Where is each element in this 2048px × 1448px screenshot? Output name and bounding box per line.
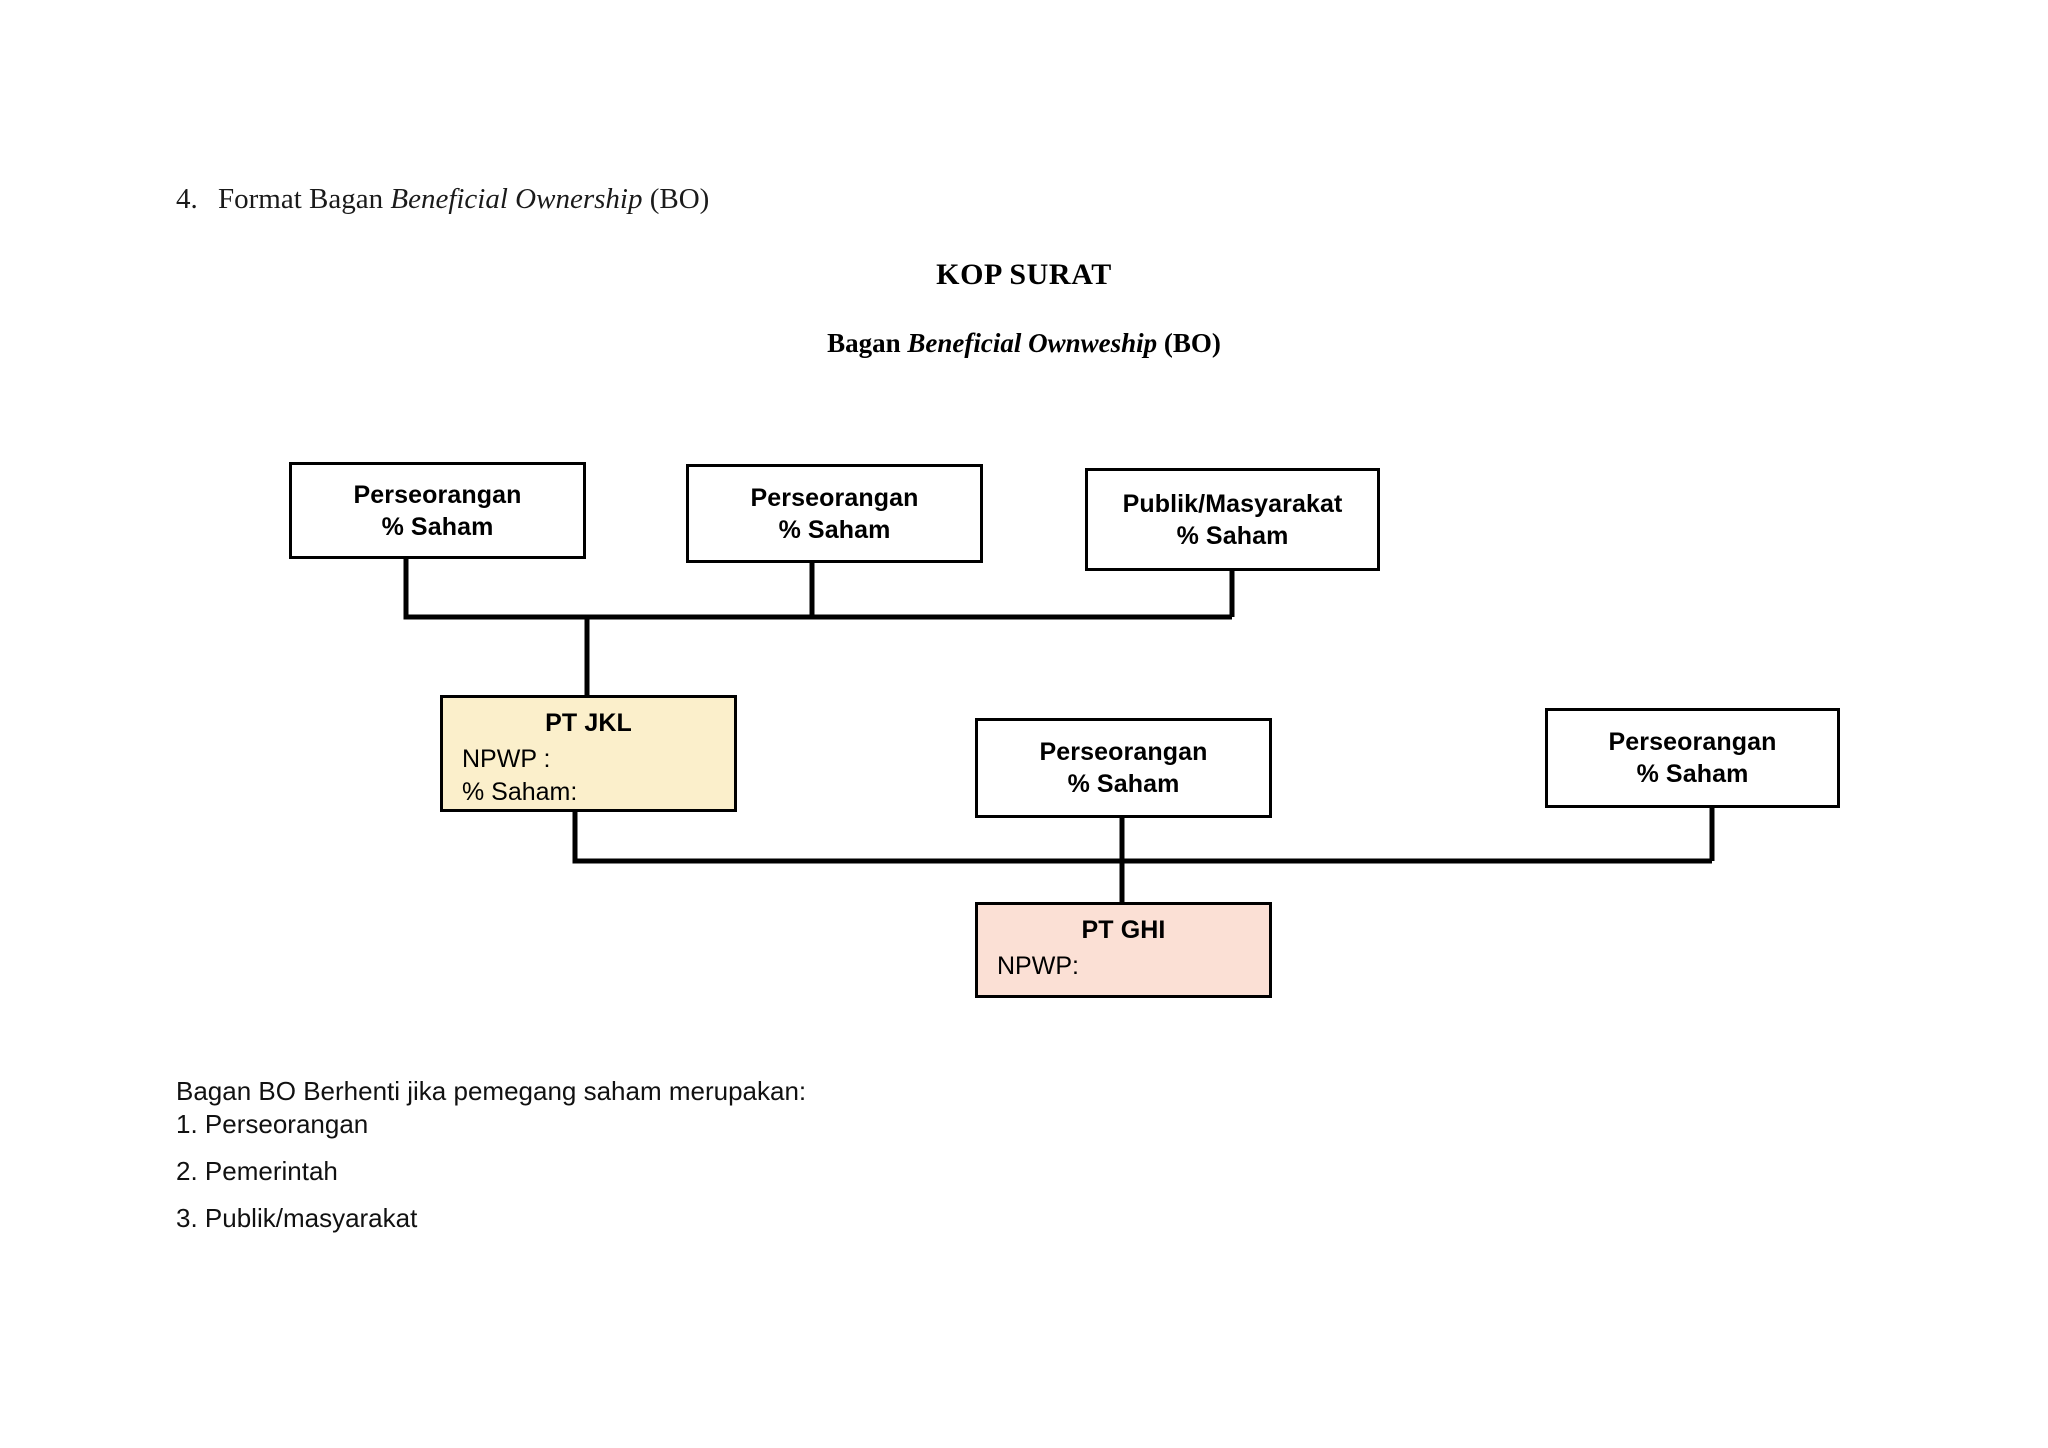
- heading-text-italic: Beneficial Ownership: [390, 183, 643, 215]
- node-pt-jkl[interactable]: PT JKL NPWP : % Saham:: [440, 695, 737, 812]
- node-owner-3[interactable]: Publik/Masyarakat % Saham: [1085, 468, 1380, 571]
- heading-text-after: (BO): [642, 183, 710, 215]
- node-owner-5[interactable]: Perseorangan % Saham: [1545, 708, 1840, 808]
- node-owner-4-line2: % Saham: [1067, 770, 1180, 798]
- letterhead-title: KOP SURAT: [936, 258, 1112, 291]
- node-owner-5-line2: % Saham: [1636, 760, 1749, 788]
- footnote-item-3: 3. Publik/masyarakat: [176, 1203, 418, 1233]
- node-pt-ghi-npwp: NPWP:: [997, 952, 1079, 980]
- connector-tier2-bus: [572, 812, 1712, 864]
- connector-tier1-bus: [403, 559, 1232, 620]
- footnote-block: Bagan BO Berhenti jika pemegang saham me…: [176, 1078, 806, 1252]
- node-owner-1-line2: % Saham: [381, 512, 494, 541]
- heading-number: 4.: [176, 183, 198, 215]
- node-owner-3-line1: Publik/Masyarakat: [1122, 489, 1343, 518]
- node-owner-1[interactable]: Perseorangan % Saham: [289, 462, 586, 559]
- node-owner-2-line2: % Saham: [778, 515, 891, 544]
- chart-title-before: Bagan: [827, 328, 908, 358]
- node-owner-1-line1: Perseorangan: [353, 480, 522, 509]
- footnote-item-1: 1. Perseorangan: [176, 1109, 369, 1139]
- heading-text-before: Format Bagan: [218, 183, 391, 215]
- node-pt-ghi[interactable]: PT GHI NPWP:: [975, 902, 1272, 998]
- node-owner-5-line1: Perseorangan: [1608, 728, 1777, 756]
- chart-title: Bagan Beneficial Ownweship (BO): [0, 328, 2048, 359]
- node-owner-2-line1: Perseorangan: [750, 483, 919, 512]
- node-owner-4-line1: Perseorangan: [1039, 738, 1208, 766]
- chart-title-after: (BO): [1157, 328, 1221, 358]
- node-pt-jkl-saham: % Saham:: [462, 778, 578, 806]
- page-heading: 4. Format Bagan Beneficial Ownership (BO): [176, 182, 709, 217]
- node-pt-jkl-npwp: NPWP :: [462, 745, 551, 773]
- footnote-item-2: 2. Pemerintah: [176, 1156, 338, 1186]
- node-pt-jkl-title: PT JKL: [545, 709, 632, 737]
- node-owner-2[interactable]: Perseorangan % Saham: [686, 464, 983, 563]
- node-owner-3-line2: % Saham: [1176, 521, 1289, 550]
- chart-title-italic: Beneficial Ownweship: [907, 328, 1158, 358]
- node-pt-ghi-title: PT GHI: [1081, 916, 1166, 944]
- footnote-intro: Bagan BO Berhenti jika pemegang saham me…: [176, 1076, 807, 1106]
- node-owner-4[interactable]: Perseorangan % Saham: [975, 718, 1272, 818]
